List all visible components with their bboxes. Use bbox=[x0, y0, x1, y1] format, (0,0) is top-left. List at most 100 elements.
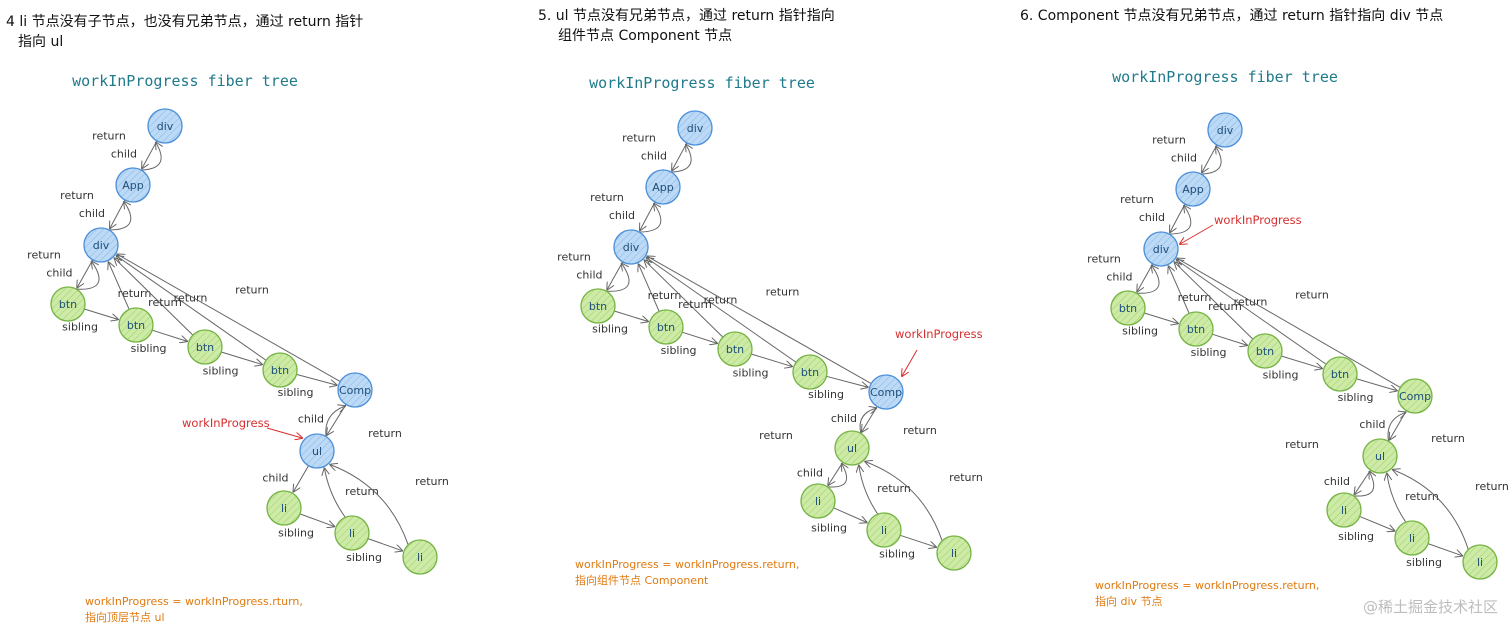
sibling-label-btn3-btn4: sibling bbox=[733, 367, 769, 380]
node-li3-label: li bbox=[951, 547, 957, 560]
return-label-ul-comp: return bbox=[1431, 432, 1465, 445]
return-edge-btn1-div2 bbox=[1136, 266, 1160, 294]
return-edge-btn3-div2 bbox=[645, 260, 724, 338]
sibling-edge-btn1-btn2 bbox=[84, 308, 118, 319]
node-div2-circle bbox=[1143, 231, 1179, 267]
node-app-label: App bbox=[652, 181, 674, 194]
node-ul-label: ul bbox=[312, 445, 322, 458]
child-label-comp-ul: child bbox=[831, 412, 857, 425]
node-div1-circle bbox=[147, 108, 183, 144]
node-li2: li bbox=[866, 512, 902, 548]
node-comp-circle bbox=[868, 374, 904, 410]
return-edge-btn2-div2 bbox=[1169, 266, 1190, 314]
child-edge-comp-ul bbox=[327, 404, 347, 434]
node-btn2: btn bbox=[1178, 311, 1214, 347]
return-label-btn3-div2: return bbox=[1208, 300, 1242, 313]
sibling-edge-btn4-comp bbox=[1356, 378, 1396, 391]
panel-1: workInProgress fiber treechildchildchild… bbox=[27, 72, 449, 624]
return-label-comp-div2: return bbox=[235, 284, 269, 297]
node-btn2-circle bbox=[118, 307, 154, 343]
node-li3: li bbox=[936, 535, 972, 571]
panel-2-wip-label: workInProgress bbox=[895, 327, 983, 341]
child-label-ul-li1: child bbox=[1324, 475, 1350, 488]
return-label-btn1-div2: return bbox=[27, 249, 61, 262]
node-btn4: btn bbox=[262, 352, 298, 388]
node-btn2: btn bbox=[648, 309, 684, 345]
return-label-li3-ul: return bbox=[1475, 480, 1509, 493]
node-btn1-circle bbox=[1110, 290, 1146, 326]
panel-3-heading-line-1: 6. Component 节点没有兄弟节点，通过 return 指针指向 div… bbox=[1020, 8, 1444, 24]
return-label-btn1-div2: return bbox=[1087, 253, 1121, 266]
panel-1-wip-label: workInProgress bbox=[182, 416, 270, 430]
return-label-btn3-div2: return bbox=[148, 296, 182, 309]
node-li1: li bbox=[266, 490, 302, 526]
node-btn3-label: btn bbox=[726, 343, 744, 356]
sibling-edge-btn4-comp bbox=[826, 375, 867, 387]
node-btn3: btn bbox=[187, 329, 223, 365]
panel-2-heading-line-2: 组件节点 Component 节点 bbox=[558, 28, 733, 44]
panel-1-tree-title: workInProgress fiber tree bbox=[72, 72, 298, 90]
sibling-edge-li1-li2 bbox=[1359, 516, 1395, 530]
sibling-edge-btn4-comp bbox=[296, 373, 336, 385]
node-btn3-label: btn bbox=[1256, 345, 1274, 358]
sibling-edge-btn2-btn3 bbox=[682, 331, 717, 343]
node-li2-circle bbox=[334, 515, 370, 551]
return-edge-app-div1 bbox=[141, 143, 161, 171]
return-edge-div2-app bbox=[1168, 206, 1192, 235]
panel-3-wip-label: workInProgress bbox=[1214, 213, 1302, 227]
node-div2: div bbox=[613, 229, 649, 265]
child-edge-ul-li1 bbox=[828, 462, 844, 485]
node-btn3-circle bbox=[1247, 333, 1283, 369]
return-label-btn1-div2: return bbox=[557, 251, 591, 264]
return-edge-btn4-div2 bbox=[647, 258, 797, 363]
panel-1-heading-line-2: 指向 ul bbox=[18, 34, 64, 50]
sibling-label-li2-li3: sibling bbox=[1406, 556, 1442, 569]
node-app-circle bbox=[645, 169, 681, 205]
return-label-app-div1: return bbox=[1152, 134, 1186, 147]
sibling-edge-btn2-btn3 bbox=[1212, 333, 1247, 345]
node-div2-label: div bbox=[623, 241, 640, 254]
node-div1-circle bbox=[677, 110, 713, 146]
return-edge-btn3-div2 bbox=[1175, 262, 1254, 340]
node-btn1: btn bbox=[50, 286, 86, 322]
node-btn1-label: btn bbox=[59, 298, 77, 311]
node-btn4-label: btn bbox=[801, 366, 819, 379]
panel-1-formula-line-1: workInProgress = workInProgress.rturn, bbox=[85, 595, 303, 608]
child-edge-app-div2 bbox=[1170, 203, 1186, 232]
child-edge-ul-li1 bbox=[1355, 469, 1371, 494]
return-label-li1-ul: return bbox=[1285, 438, 1319, 451]
child-label-app-div2: child bbox=[609, 209, 635, 222]
node-btn4-circle bbox=[792, 354, 828, 390]
return-edge-li3-ul bbox=[330, 465, 409, 545]
return-edge-li2-ul bbox=[859, 466, 879, 515]
sibling-edge-btn3-btn4 bbox=[1281, 355, 1322, 368]
return-label-btn3-div2: return bbox=[678, 298, 712, 311]
node-ul-circle bbox=[1362, 438, 1398, 474]
return-label-li1-ul: return bbox=[759, 429, 793, 442]
sibling-label-btn1-btn2: sibling bbox=[592, 323, 628, 336]
sibling-label-btn4-comp: sibling bbox=[278, 386, 314, 399]
return-label-li2-ul: return bbox=[877, 482, 911, 495]
sibling-label-li1-li2: sibling bbox=[1338, 530, 1374, 543]
node-li1: li bbox=[1326, 492, 1362, 528]
return-label-li3-ul: return bbox=[949, 471, 983, 484]
sibling-label-btn2-btn3: sibling bbox=[1191, 346, 1227, 359]
sibling-label-btn4-comp: sibling bbox=[1338, 391, 1374, 404]
return-label-comp-div2: return bbox=[1295, 289, 1329, 302]
node-ul-circle bbox=[834, 430, 870, 466]
node-li1-label: li bbox=[1341, 504, 1347, 517]
return-label-li2-ul: return bbox=[1405, 490, 1439, 503]
return-label-div2-app: return bbox=[60, 189, 94, 202]
return-edge-app-div1 bbox=[671, 145, 691, 173]
node-li3: li bbox=[1462, 544, 1498, 580]
panel-3-tree-title: workInProgress fiber tree bbox=[1112, 68, 1338, 86]
node-li3-circle bbox=[1462, 544, 1498, 580]
node-div2: div bbox=[83, 227, 119, 263]
node-li1: li bbox=[800, 483, 836, 519]
return-label-btn2-div2: return bbox=[1178, 291, 1212, 304]
sibling-label-btn4-comp: sibling bbox=[808, 388, 844, 401]
child-label-app-div2: child bbox=[79, 207, 105, 220]
sibling-edge-li1-li2 bbox=[833, 507, 867, 523]
sibling-edge-btn3-btn4 bbox=[221, 351, 262, 364]
